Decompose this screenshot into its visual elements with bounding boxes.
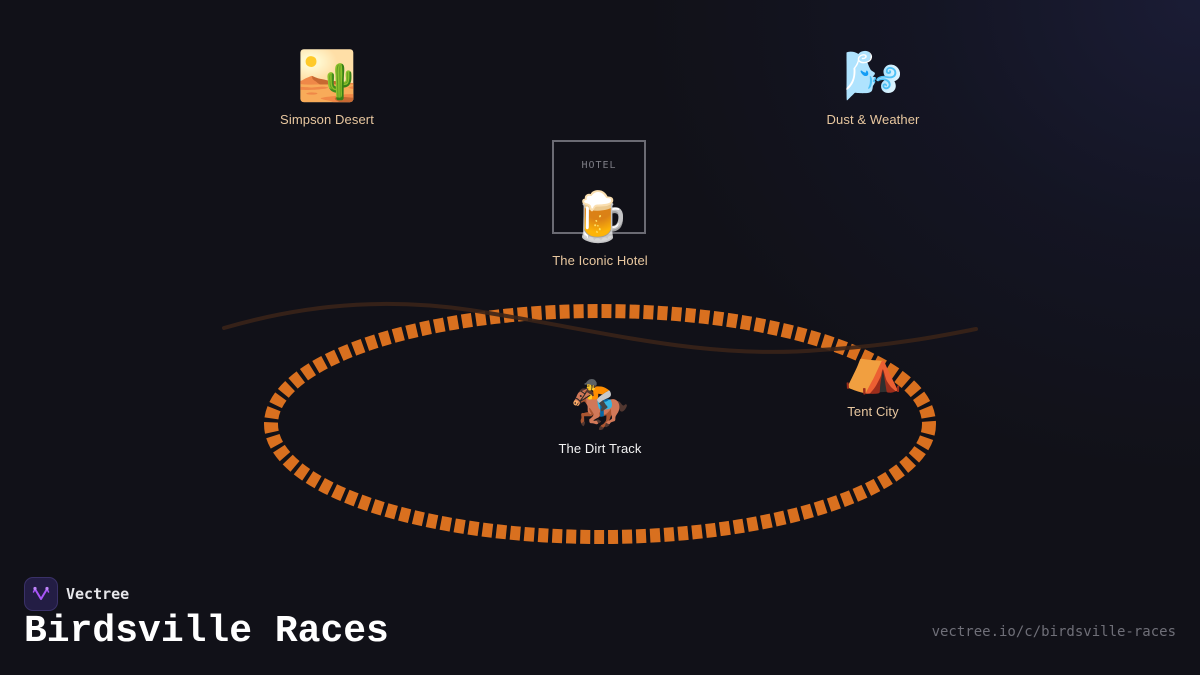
node-dirt-track[interactable]: 🏇 The Dirt Track — [558, 377, 641, 456]
wind-face-icon: 🌬️ — [843, 48, 903, 104]
hotel-group-tag: HOTEL — [581, 160, 617, 171]
vectree-logo-icon — [24, 577, 58, 611]
road-line — [222, 301, 978, 354]
brand-name: Vectree — [66, 585, 130, 603]
node-tent-city[interactable]: ⛺ Tent City — [843, 340, 903, 419]
hotel-group-frame[interactable]: HOTEL — [552, 140, 646, 234]
node-label: Simpson Desert — [280, 112, 374, 127]
race-track-ellipse — [264, 304, 936, 544]
node-dust-weather[interactable]: 🌬️ Dust & Weather — [827, 48, 920, 127]
beer-mug-icon: 🍺 — [570, 189, 630, 245]
node-label: Tent City — [847, 404, 899, 419]
horse-racing-icon: 🏇 — [570, 377, 630, 433]
node-iconic-hotel[interactable]: 🍺 The Iconic Hotel — [552, 189, 648, 268]
node-simpson-desert[interactable]: 🏜️ Simpson Desert — [280, 48, 374, 127]
node-label: The Iconic Hotel — [552, 253, 648, 268]
node-label: The Dirt Track — [558, 441, 642, 456]
brand[interactable]: Vectree — [24, 577, 129, 611]
tent-icon: ⛺ — [843, 340, 903, 396]
page-title: Birdsville Races — [24, 610, 389, 653]
desert-icon: 🏜️ — [297, 48, 357, 104]
share-url-link[interactable]: vectree.io/c/birdsville-races — [931, 624, 1176, 640]
node-label: Dust & Weather — [826, 112, 920, 127]
